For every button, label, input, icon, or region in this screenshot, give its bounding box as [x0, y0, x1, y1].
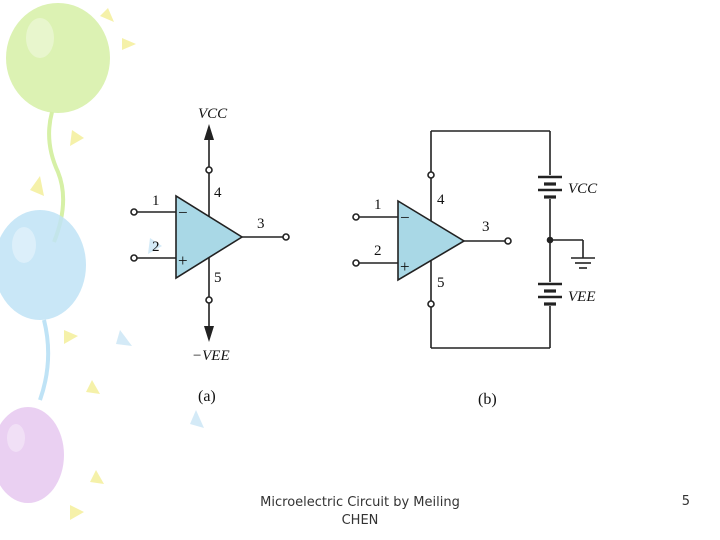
figure-a-opamp-triangle	[175, 194, 244, 280]
slide-number: 5	[681, 494, 690, 509]
figure-a-vcc-arrow-icon	[204, 124, 214, 140]
figure-a-labels: VCC 4 1 2 − + 3 5 −VEE (a)	[152, 106, 265, 405]
figure-b-pin5-label: 5	[437, 275, 445, 291]
sparkle-blue-icon	[116, 238, 204, 428]
figure-a-pin5-label: 5	[214, 270, 222, 286]
figure-a-pin1-label: 1	[152, 193, 160, 209]
figure-b-pin2-label: 2	[374, 243, 382, 259]
figure-a-pin4-label: 4	[214, 185, 222, 201]
figure-b-vcc-battery-icon	[538, 175, 562, 199]
figure-a-vee-label: −VEE	[192, 348, 230, 364]
figure-b-minus-label: −	[400, 208, 410, 227]
footer-text: Microelectric Circuit by Meiling CHEN	[260, 495, 460, 528]
figure-b-vee-battery-icon	[538, 282, 562, 306]
figure-a-pin3-label: 3	[257, 216, 265, 232]
figure-a-vee-arrow-icon	[204, 326, 214, 342]
sparkle-icon	[30, 8, 136, 520]
figure-a-vcc-label: VCC	[198, 106, 228, 122]
figure-b-vee-label: VEE	[568, 289, 596, 305]
balloon-decoration	[0, 3, 204, 520]
figure-a-pin2-label: 2	[152, 239, 160, 255]
figure-a-minus-label: −	[178, 203, 188, 222]
balloon-purple-icon	[0, 407, 64, 503]
figure-b-vcc-label: VCC	[568, 181, 598, 197]
figure-b-plus-label: +	[400, 257, 410, 276]
figure-b-pin3-label: 3	[482, 219, 490, 235]
figure-b-pin4-label: 4	[437, 192, 445, 208]
figure-a-opamp-symbol	[130, 124, 290, 342]
figure-a-plus-label: +	[178, 251, 188, 270]
figure-a-caption: (a)	[198, 388, 216, 405]
figure-b-circuit	[352, 130, 595, 349]
figure-b-pin1-label: 1	[374, 197, 382, 213]
figure-b-ground-icon	[550, 239, 595, 269]
balloon-blue-icon	[0, 210, 86, 401]
balloon-green-icon	[6, 3, 110, 243]
figure-b-labels: 1 2 − + 4 3 5 VCC VEE (b)	[374, 181, 598, 408]
figure-b-caption: (b)	[478, 391, 497, 408]
